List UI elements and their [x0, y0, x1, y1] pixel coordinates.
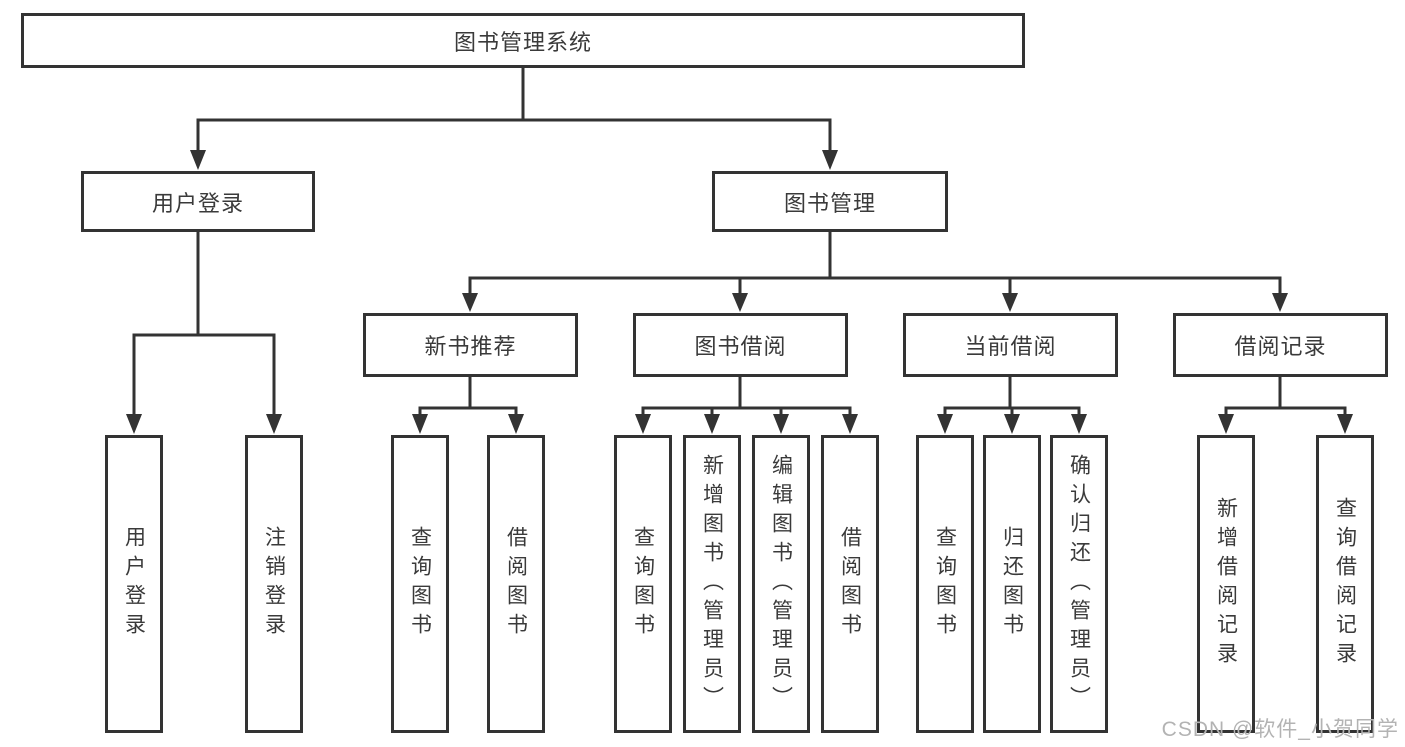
node-label: 新书推荐: [424, 334, 517, 359]
arrowheads: [126, 150, 1353, 434]
leaf-current-return-book: 归还图书: [983, 435, 1041, 733]
node-label: 查询图书: [408, 526, 432, 642]
node-label: 查询图书: [933, 526, 957, 642]
node-book-management: 图书管理: [712, 171, 948, 232]
arrowhead-icon: [126, 414, 142, 434]
arrowhead-icon: [704, 414, 720, 434]
node-label: 借阅图书: [504, 526, 528, 642]
arrowhead-icon: [1004, 414, 1020, 434]
arrowhead-icon: [732, 293, 748, 312]
node-label: 借阅记录: [1234, 334, 1327, 359]
arrowhead-icon: [508, 414, 524, 434]
node-label: 用户登录: [122, 526, 146, 642]
node-label: 查询借阅记录: [1333, 497, 1357, 671]
node-label: 新增图书（管理员）: [700, 453, 724, 715]
node-label: 借阅图书: [838, 526, 862, 642]
csdn-watermark: CSDN @软件_小贺同学: [1161, 718, 1399, 741]
arrowhead-icon: [773, 414, 789, 434]
arrowhead-icon: [635, 414, 651, 434]
leaf-borrow-query-book: 查询图书: [614, 435, 672, 733]
node-label: 查询图书: [631, 526, 655, 642]
arrowhead-icon: [190, 150, 206, 170]
leaf-borrow-borrow-book: 借阅图书: [821, 435, 879, 733]
leaf-records-add-record: 新增借阅记录: [1197, 435, 1255, 733]
arrowhead-icon: [412, 414, 428, 434]
connector-new-book-children: [418, 375, 518, 419]
arrowhead-icon: [1218, 414, 1234, 434]
node-current-borrow: 当前借阅: [903, 313, 1118, 377]
node-label: 当前借阅: [964, 334, 1057, 359]
leaf-records-query-record: 查询借阅记录: [1316, 435, 1374, 733]
leaf-newbook-query-book: 查询图书: [391, 435, 449, 733]
node-library-system: 图书管理系统: [21, 13, 1025, 68]
node-new-book-recommend: 新书推荐: [363, 313, 578, 377]
connector-borrow-records-children: [1224, 375, 1347, 419]
leaf-logout-login: 注销登录: [245, 435, 303, 733]
connector-current-borrow-children: [943, 375, 1081, 419]
node-borrow-record: 借阅记录: [1173, 313, 1388, 377]
leaf-borrow-edit-book-admin: 编辑图书（管理员）: [752, 435, 810, 733]
arrowhead-icon: [1272, 293, 1288, 312]
node-label: 图书管理: [783, 190, 876, 216]
connector-user-login-children: [132, 230, 276, 418]
leaf-newbook-borrow-book: 借阅图书: [487, 435, 545, 733]
connector-book-management-to-level3: [468, 230, 1282, 297]
node-label: 归还图书: [1000, 526, 1024, 642]
node-label: 编辑图书（管理员）: [769, 453, 793, 715]
arrowhead-icon: [842, 414, 858, 434]
node-label: 图书借阅: [694, 334, 787, 359]
leaf-current-query-book: 查询图书: [916, 435, 974, 733]
leaf-user-login: 用户登录: [105, 435, 163, 733]
arrowhead-icon: [822, 150, 838, 170]
node-label: 新增借阅记录: [1214, 497, 1238, 671]
arrowhead-icon: [937, 414, 953, 434]
node-user-login: 用户登录: [81, 171, 315, 232]
connector-root-to-level2: [196, 66, 832, 154]
leaf-current-confirm-return-admin: 确认归还（管理员）: [1050, 435, 1108, 733]
arrowhead-icon: [1337, 414, 1353, 434]
arrowhead-icon: [1071, 414, 1087, 434]
node-book-borrow: 图书借阅: [633, 313, 848, 377]
arrowhead-icon: [266, 414, 282, 434]
arrowhead-icon: [1002, 293, 1018, 312]
node-label: 图书管理系统: [453, 29, 592, 55]
leaf-borrow-add-book-admin: 新增图书（管理员）: [683, 435, 741, 733]
node-label: 用户登录: [151, 190, 244, 216]
node-label: 确认归还（管理员）: [1067, 453, 1091, 715]
arrowhead-icon: [462, 293, 478, 312]
connector-book-borrow-children: [641, 375, 852, 419]
node-label: 注销登录: [262, 526, 286, 642]
